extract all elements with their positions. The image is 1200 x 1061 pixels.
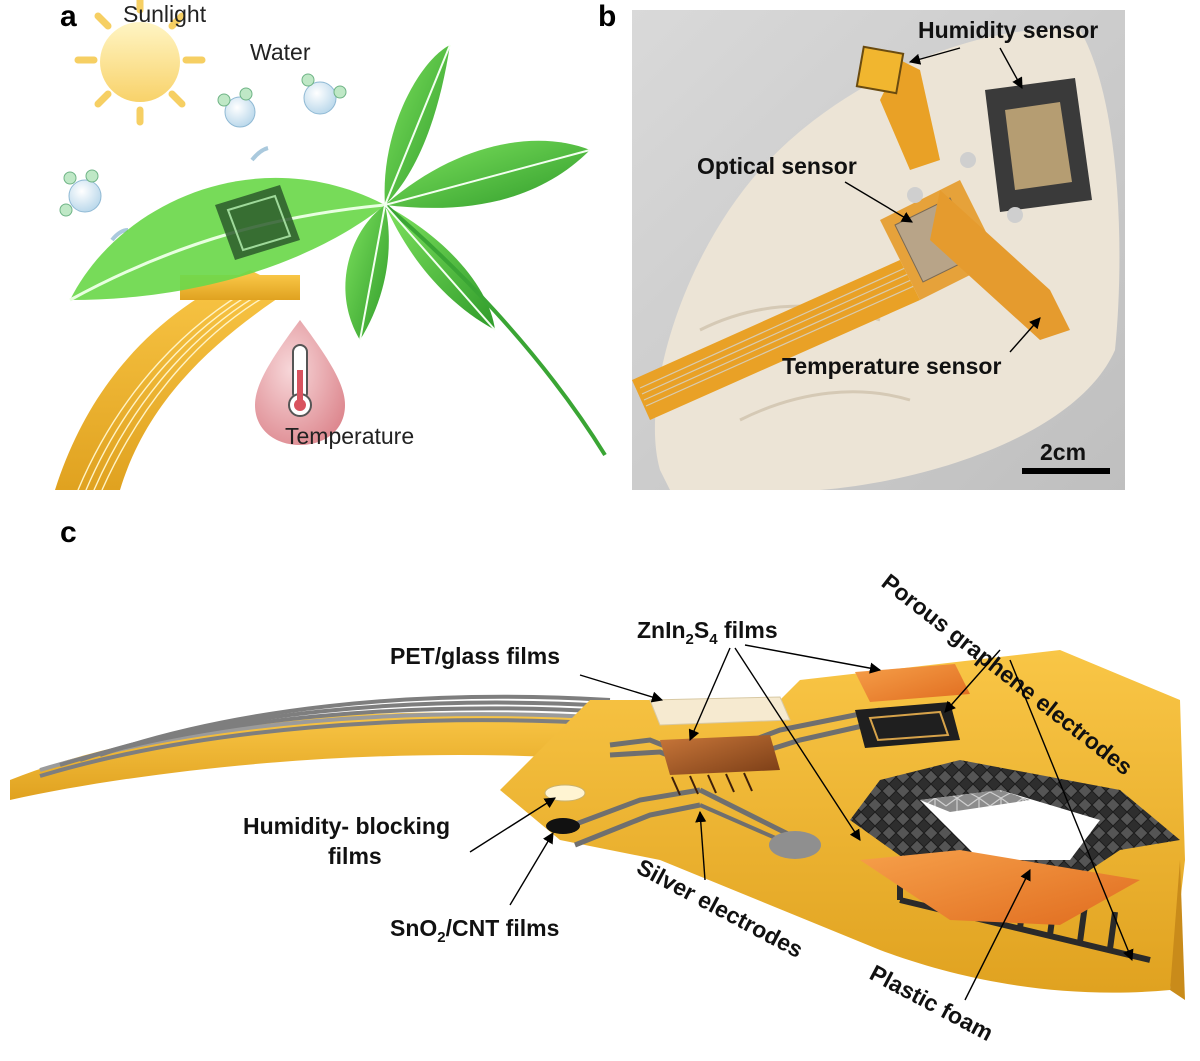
optical-sensor-label: Optical sensor [697, 153, 857, 179]
humidity-blocking-label-line2: films [328, 843, 382, 869]
panel-c-letter: c [60, 516, 77, 549]
plant-leaves [69, 44, 607, 457]
znin2s4-film-optical [660, 735, 780, 775]
sun-icon [74, 0, 206, 126]
panel-b-letter: b [598, 0, 616, 33]
znin2s4-film-lower [860, 850, 1140, 925]
thermometer-icon [255, 320, 345, 445]
vapor-arrow-icon [110, 228, 129, 242]
vapor-arrow-icon [250, 146, 269, 162]
temperature-label: Temperature [285, 423, 414, 449]
znin2s4-label: ZnIn2S4 films [637, 617, 778, 648]
panel-a-letter: a [60, 0, 77, 33]
znin2s4-film-humidity [855, 664, 970, 702]
pet-glass-film [649, 696, 791, 726]
humidity-blocking-label-line1: Humidity- blocking [243, 813, 450, 839]
photo-sensor-device [632, 45, 1092, 420]
scale-bar-label: 2cm [1040, 439, 1086, 465]
sunlight-label: Sunlight [123, 1, 207, 27]
humidity-sensor-label: Humidity sensor [918, 17, 1098, 43]
sno2-cnt-label: SnO2/CNT films [390, 915, 559, 946]
scale-bar [1022, 468, 1110, 474]
panel-c: c [10, 516, 1185, 1046]
panel-a: a Sunlight [55, 0, 607, 491]
water-label: Water [250, 39, 311, 65]
water-molecule-icon [59, 169, 102, 217]
water-molecule-icon [217, 87, 256, 128]
pet-glass-label: PET/glass films [390, 643, 560, 669]
panel-b: b Humidity sensor [598, 0, 1125, 490]
water-molecule-icon [301, 73, 347, 115]
temperature-sensor-label: Temperature sensor [782, 353, 1001, 379]
